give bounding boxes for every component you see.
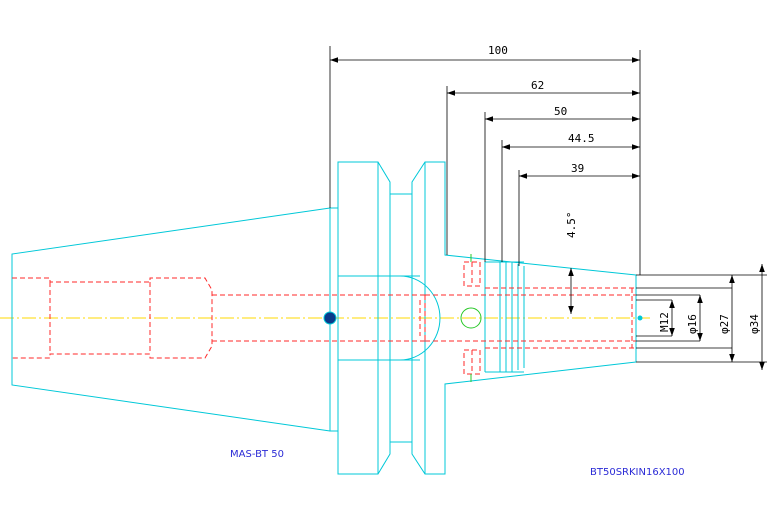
- part-code-label: BT50SRKIN16X100: [590, 467, 685, 478]
- dim-62: 62: [531, 79, 544, 92]
- dim-44-5: 44.5: [568, 132, 595, 145]
- dim-dia34: φ34: [748, 314, 761, 334]
- dim-dia27: φ27: [718, 314, 731, 334]
- length-dimensions: [329, 46, 641, 275]
- datum-marker: [323, 311, 337, 325]
- dim-thread: M12: [658, 312, 671, 332]
- dim-angle: 4.5°: [565, 212, 578, 239]
- dim-dia16: φ16: [686, 314, 699, 334]
- taper-shank-outline: [11, 207, 331, 432]
- dim-39: 39: [571, 162, 584, 175]
- dim-overall-length: 100: [488, 44, 508, 57]
- dim-50: 50: [554, 105, 567, 118]
- cross-hole-circle: [460, 307, 482, 329]
- nose-rings: [484, 261, 525, 373]
- diameter-dimensions: [636, 264, 767, 370]
- hidden-bores: [12, 261, 636, 375]
- holder-type-label: MAS-BT 50: [230, 449, 284, 460]
